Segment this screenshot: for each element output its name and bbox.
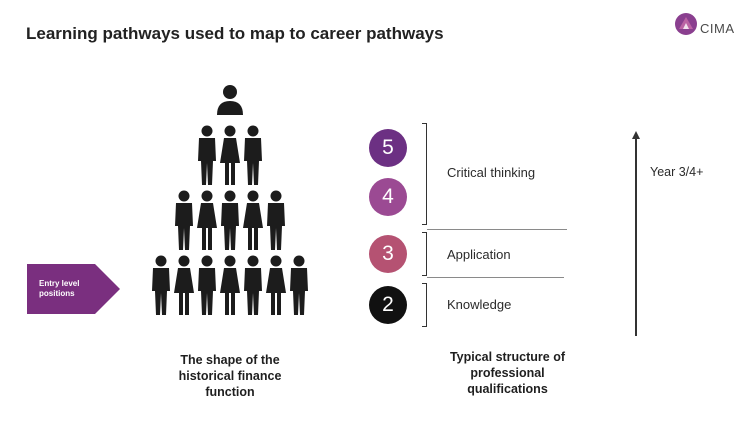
knowledge-label: Knowledge: [447, 297, 512, 312]
divider-line: [427, 277, 564, 278]
person-icon: [267, 190, 285, 250]
application-bracket: [422, 232, 427, 276]
knowledge-bracket: [422, 283, 427, 327]
structure-caption: Typical structure of professional qualif…: [449, 350, 566, 396]
logo-text: CIMA: [700, 21, 735, 36]
person-icon: [244, 255, 262, 315]
person-icon: [152, 255, 170, 315]
person-icon: [266, 255, 286, 315]
critical-thinking-label: Critical thinking: [447, 165, 536, 180]
application-label: Application: [447, 247, 511, 262]
cima-logo-icon: [675, 13, 697, 35]
person-icon: [244, 125, 262, 185]
progression-arrow: [635, 134, 637, 336]
person-icon: [197, 190, 217, 250]
person-icon: [198, 125, 216, 185]
level-2-circle: 2: [369, 286, 407, 324]
pyramid-caption: The shape of the historical finance func…: [178, 353, 282, 399]
divider-line: [427, 229, 567, 230]
person-icon: [220, 125, 240, 185]
person-icon: [221, 190, 239, 250]
level-3-circle: 3: [369, 235, 407, 273]
person-icon: [175, 190, 193, 250]
person-icon: [217, 85, 243, 115]
entry-level-arrow: Entry level positions: [27, 264, 120, 314]
person-icon: [290, 255, 308, 315]
level-5-circle: 5: [369, 129, 407, 167]
people-pyramid: [152, 85, 308, 315]
person-icon: [174, 255, 194, 315]
person-icon: [220, 255, 240, 315]
year-label: Year 3/4+: [650, 165, 704, 179]
person-icon: [243, 190, 263, 250]
entry-level-label: Entry level positions: [39, 279, 80, 298]
cima-logo: CIMA: [674, 12, 744, 42]
page-title: Learning pathways used to map to career …: [26, 24, 444, 43]
level-4-circle: 4: [369, 178, 407, 216]
person-icon: [198, 255, 216, 315]
critical-thinking-bracket: [422, 123, 427, 225]
